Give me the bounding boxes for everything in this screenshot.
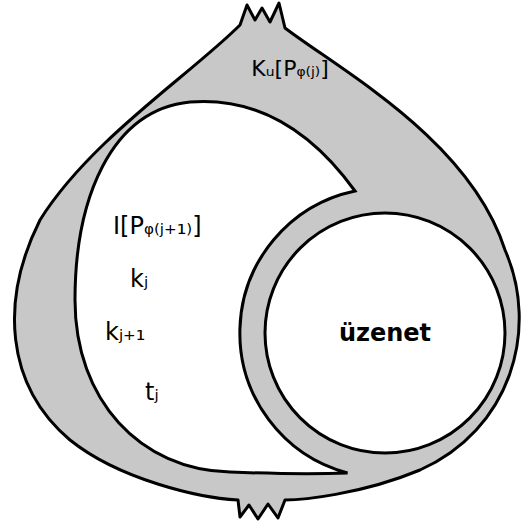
node-label: tⱼ xyxy=(145,378,159,407)
node-label: I[Pᵩ₍ⱼ₊₁₎] xyxy=(113,212,202,241)
message-circle: üzenet xyxy=(262,210,508,456)
onion-outline xyxy=(15,3,520,519)
node-label: kⱼ₊₁ xyxy=(105,318,145,347)
node-label: Kᵤ[Pᵩ₍ⱼ₎] xyxy=(251,56,329,82)
node-label: üzenet xyxy=(339,319,431,348)
node-label: kⱼ xyxy=(130,265,148,294)
circle-outline xyxy=(265,213,505,453)
